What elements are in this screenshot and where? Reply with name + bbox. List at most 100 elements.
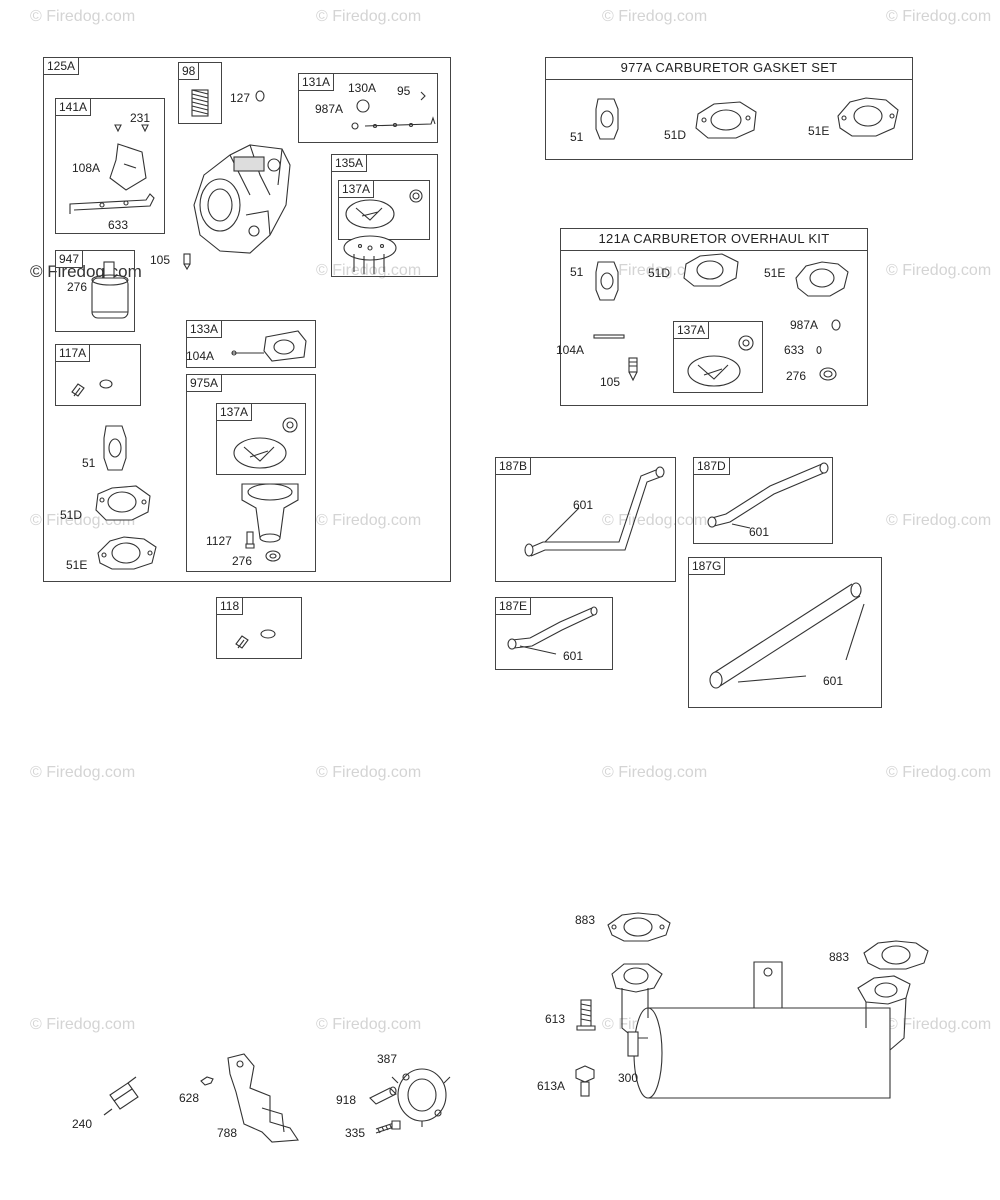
ref-187G[interactable]: 187G [688,557,726,575]
part-613[interactable]: 613 [545,1012,566,1026]
part-51D[interactable]: 51D [60,508,83,522]
part-883[interactable]: 883 [829,950,850,964]
watermark: © Firedog.com [886,262,992,279]
part-633[interactable]: 633 [784,343,805,357]
watermark: © Firedog.com [316,512,422,529]
ref-187B[interactable]: 187B [495,457,532,475]
watermark: © Firedog.com [30,764,136,781]
ref-137A-1[interactable]: 137A [338,180,375,198]
part-127[interactable]: 127 [230,91,251,105]
gasket-icon [595,261,619,301]
part-51[interactable]: 51 [82,456,96,470]
group-137A-3 [673,321,763,393]
part-628[interactable]: 628 [179,1091,200,1105]
fuel-line-icon [709,582,865,689]
part-601[interactable]: 601 [749,525,770,539]
group-98 [178,62,222,124]
part-335[interactable]: 335 [345,1126,366,1140]
part-51E[interactable]: 51E [66,558,88,572]
part-300[interactable]: 300 [618,1071,639,1085]
fuel-line-icon [507,606,598,655]
part-108A[interactable]: 108A [72,161,101,175]
part-51E[interactable]: 51E [764,266,786,280]
screw-icon [114,124,149,133]
part-601[interactable]: 601 [823,674,844,688]
kit-977A [545,57,913,160]
ref-947[interactable]: 947 [55,250,84,268]
ref-125A[interactable]: 125A [43,57,80,75]
group-137A-2 [216,403,306,475]
part-104A[interactable]: 104A [556,343,585,357]
watermark: © Firedog.com [30,8,136,25]
fuel-line-icon [524,466,665,557]
part-51[interactable]: 51 [570,130,584,144]
kit-121A [560,228,868,406]
group-133A [186,320,316,368]
ref-98[interactable]: 98 [178,62,200,80]
part-51D[interactable]: 51D [664,128,687,142]
ref-118[interactable]: 118 [216,597,244,615]
part-130A[interactable]: 130A [348,81,377,95]
part-987A[interactable]: 987A [315,102,344,116]
screw-washer-icon [71,379,113,397]
ref-141A[interactable]: 141A [55,98,92,116]
group-135A [331,154,438,277]
part-633[interactable]: 633 [108,218,129,232]
part-918[interactable]: 918 [336,1093,357,1107]
group-187G [688,557,882,708]
watermark: © Firedog.com [886,512,992,529]
part-276[interactable]: 276 [786,369,807,383]
float-icon [231,330,307,362]
part-276[interactable]: 276 [67,280,88,294]
bolt-icon [575,1065,595,1097]
part-51[interactable]: 51 [570,265,584,279]
group-947 [55,250,135,332]
ref-131A[interactable]: 131A [298,73,335,91]
exhaust-gasket-icon [607,912,671,942]
ref-137A-3[interactable]: 137A [673,321,710,339]
group-117A [55,344,141,406]
part-105[interactable]: 105 [600,375,621,389]
ref-133A[interactable]: 133A [186,320,223,338]
watermark: © Firedog.com [886,1016,992,1033]
part-788[interactable]: 788 [217,1126,238,1140]
watermark: © Firedog.com [602,8,708,25]
washer-icon [265,550,281,562]
part-613A[interactable]: 613A [537,1079,566,1093]
bracket-icon [227,1053,299,1143]
group-187D [693,457,833,544]
ref-117A[interactable]: 117A [55,344,91,362]
ref-187D[interactable]: 187D [693,457,730,475]
part-883[interactable]: 883 [575,913,596,927]
solenoid-icon [91,261,129,319]
part-276[interactable]: 276 [232,554,253,568]
needle-valve-icon [183,253,191,271]
part-387[interactable]: 387 [377,1052,398,1066]
part-601[interactable]: 601 [563,649,584,663]
gasket-icon [683,253,739,287]
gasket-icon [97,536,157,570]
part-987A[interactable]: 987A [790,318,819,332]
part-601[interactable]: 601 [573,498,594,512]
watermark: © Firedog.com [602,262,708,279]
kit-121A-title: 121A CARBURETOR OVERHAUL KIT [560,228,868,251]
ref-975A[interactable]: 975A [186,374,223,392]
ref-135A[interactable]: 135A [331,154,368,172]
part-51D[interactable]: 51D [648,266,671,280]
spring-icon [191,89,209,117]
part-231[interactable]: 231 [130,111,151,125]
part-1127[interactable]: 1127 [206,534,232,548]
part-105[interactable]: 105 [150,253,171,267]
watermark: © Firedog.com [316,262,422,279]
ref-187E[interactable]: 187E [495,597,532,615]
float-bowl-icon [241,483,299,543]
diaphragm-icon [343,189,423,274]
muffler-icon [611,961,911,1099]
ref-137A-2[interactable]: 137A [216,403,253,421]
part-240[interactable]: 240 [72,1117,93,1131]
kit-977A-title: 977A CARBURETOR GASKET SET [545,57,913,80]
diaphragm-icon [233,417,298,469]
part-51E[interactable]: 51E [808,124,830,138]
part-104A[interactable]: 104A [186,349,215,363]
part-95[interactable]: 95 [397,84,411,98]
